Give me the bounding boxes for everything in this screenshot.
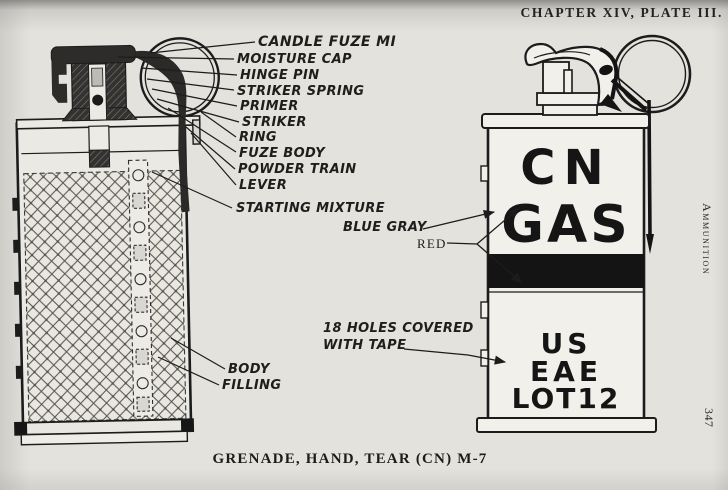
label-red: RED: [417, 236, 447, 251]
label-fuze-body: FUZE BODY: [239, 146, 326, 161]
label-body: BODY: [228, 362, 270, 377]
label-hinge-pin: HINGE PIN: [240, 68, 320, 83]
label-ring: RING: [239, 130, 277, 145]
body-filling-crosshatch: [23, 169, 187, 423]
label-blue-gray: BLUE GRAY: [343, 220, 427, 235]
primer-detail: [92, 94, 104, 106]
label-lever: LEVER: [239, 178, 288, 193]
margin-running-title: Ammunition: [700, 203, 714, 276]
left-leader-lines: [117, 41, 256, 386]
fuze-head: [524, 42, 650, 116]
grenade-base: [14, 418, 195, 446]
lever-pivot-hole: [599, 64, 613, 76]
figure-caption: GRENADE, HAND, TEAR (CN) M-7: [212, 451, 488, 467]
label-striker-spring: STRIKER SPRING: [237, 84, 365, 99]
label-filling: FILLING: [222, 378, 282, 393]
red-band: [488, 254, 644, 288]
powder-train-channel: [127, 159, 154, 417]
label-primer: PRIMER: [240, 99, 299, 114]
label-holes-line2: WITH TAPE: [323, 338, 407, 353]
right-leader-lines: [403, 207, 523, 365]
fuze-assembly: [50, 44, 138, 168]
stencil-eae: EAE: [530, 355, 602, 388]
label-powder-train: POWDER TRAIN: [238, 162, 357, 177]
label-striker: STRIKER: [242, 115, 307, 130]
bottom-rim: [476, 417, 657, 433]
plate-header: CHAPTER XIV, PLATE III.: [520, 5, 723, 20]
label-starting-mixture: STARTING MIXTURE: [236, 201, 385, 216]
left-grenade-cross-section: [12, 37, 220, 446]
safety-lever-shape: [135, 50, 190, 213]
stencil-lot: LOT12: [512, 382, 621, 415]
pull-ring-right: [612, 34, 692, 114]
label-moisture-cap: MOISTURE CAP: [237, 52, 352, 67]
stencil-us: US: [541, 327, 592, 360]
label-holes-line1: 18 HOLES COVERED: [323, 321, 474, 336]
page-number: 347: [702, 408, 716, 428]
right-grenade-exterior: CN GAS US EAE LOT12: [476, 34, 692, 433]
stencil-cn: CN: [520, 140, 611, 196]
stencil-markings: CN GAS US EAE LOT12: [501, 140, 630, 415]
stencil-gas: GAS: [501, 195, 630, 255]
label-candle-fuze: CANDLE FUZE MI: [258, 34, 397, 50]
top-rim: [481, 113, 650, 129]
